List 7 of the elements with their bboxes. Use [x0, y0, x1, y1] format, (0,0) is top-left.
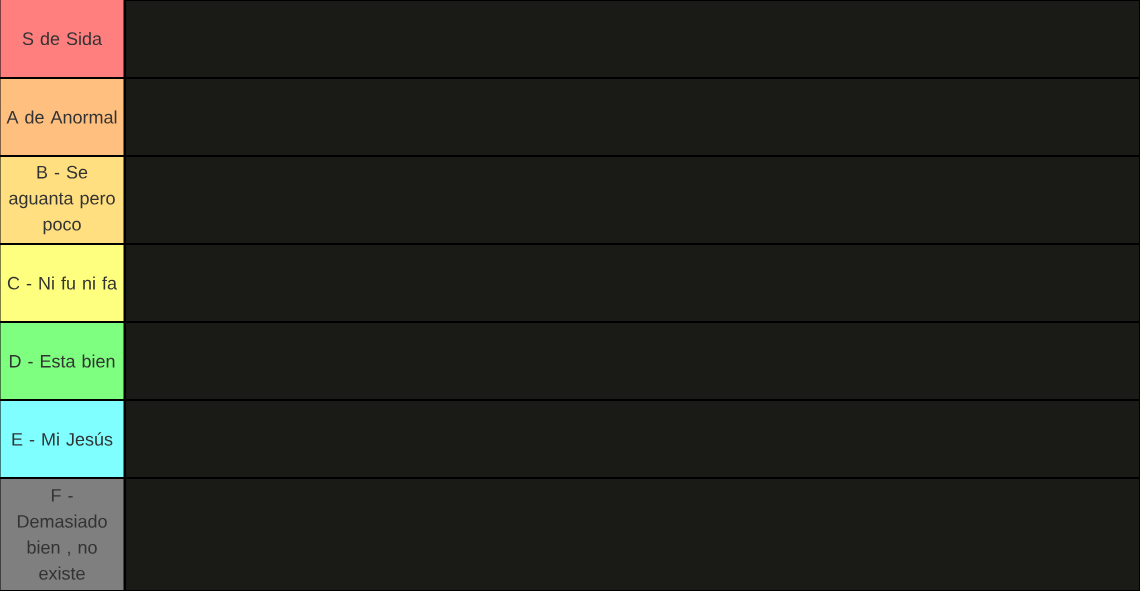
tier-label: A de Anormal [0, 79, 124, 155]
tier-label: B - Se aguanta pero poco [0, 157, 124, 243]
tier-label: C - Ni fu ni fa [0, 245, 124, 321]
tier-label: E - Mi Jesús [0, 401, 124, 477]
tier-label: S de Sida [0, 0, 124, 77]
tier-label: F - Demasiado bien , no existe [0, 479, 124, 590]
tier-label: D - Esta bien [0, 323, 124, 399]
